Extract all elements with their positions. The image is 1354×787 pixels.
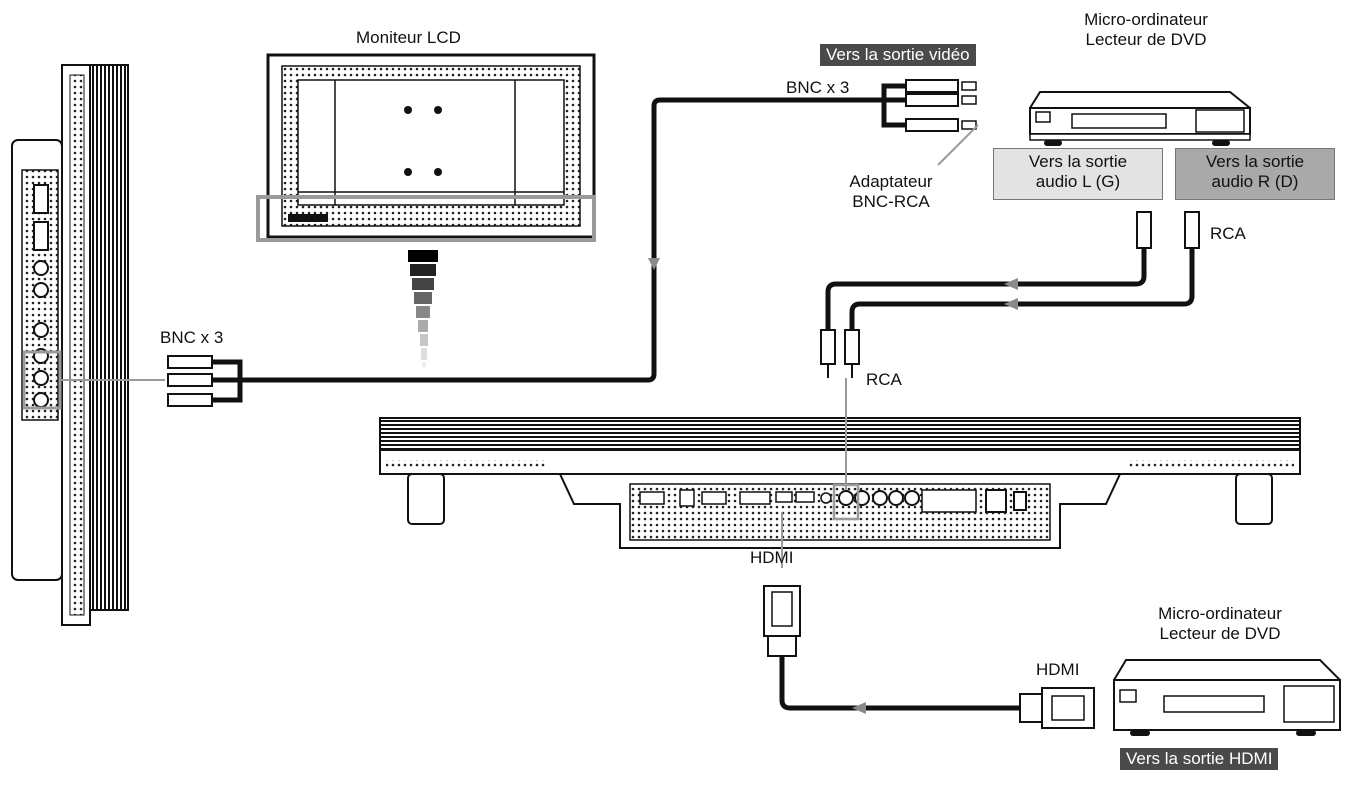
device-top-line2: Lecteur de DVD	[1085, 30, 1207, 49]
dvd-player-top	[1029, 91, 1251, 146]
device-bottom-name: Micro-ordinateur Lecteur de DVD	[1120, 604, 1320, 644]
rca-top-label: RCA	[1210, 224, 1246, 243]
bnc-connectors-left	[167, 355, 213, 407]
device-top-name: Micro-ordinateur Lecteur de DVD	[1046, 10, 1246, 50]
bnc-cable	[212, 83, 906, 403]
monitor-title: Moniteur LCD	[356, 28, 461, 47]
bnc-rca-adapters	[905, 79, 979, 166]
monitor-side-view	[11, 64, 165, 626]
audio-l-line1: Vers la sortie	[1028, 152, 1128, 171]
zoom-indicator	[408, 250, 438, 370]
rca-plugs	[820, 211, 1200, 490]
dvd-player-bottom	[1113, 659, 1341, 736]
audio-r-output-box: Vers la sortie audio R (D)	[1175, 148, 1335, 200]
bnc-top-label: BNC x 3	[786, 78, 850, 97]
monitor-bottom-view	[379, 417, 1301, 549]
device-bottom-line2: Lecteur de DVD	[1159, 624, 1281, 643]
hdmi-cable	[763, 512, 1095, 729]
monitor-rear-view	[256, 53, 596, 242]
hdmi-right-label: HDMI	[1036, 660, 1080, 679]
audio-l-flow-arrow	[1004, 278, 1018, 290]
audio-r-flow-arrow	[1004, 298, 1018, 310]
rca-mid-label: RCA	[866, 370, 902, 389]
audio-r-line2: audio R (D)	[1211, 172, 1299, 191]
video-output-tag: Vers la sortie vidéo	[820, 44, 976, 66]
bnc-flow-arrow	[648, 258, 660, 270]
adapter-line2: BNC-RCA	[852, 192, 930, 211]
audio-r-line1: Vers la sortie	[1205, 152, 1305, 171]
audio-l-line2: audio L (G)	[1035, 172, 1121, 191]
bnc-left-label: BNC x 3	[160, 328, 224, 347]
hdmi-output-tag: Vers la sortie HDMI	[1120, 748, 1279, 770]
device-top-line1: Micro-ordinateur	[1084, 10, 1208, 29]
device-bottom-line1: Micro-ordinateur	[1158, 604, 1282, 623]
adapter-line1: Adaptateur	[849, 172, 933, 191]
adapter-label: Adaptateur BNC-RCA	[826, 172, 956, 212]
hdmi-top-label: HDMI	[750, 548, 794, 567]
rca-audio-cables	[825, 248, 1195, 330]
audio-l-output-box: Vers la sortie audio L (G)	[993, 148, 1163, 200]
